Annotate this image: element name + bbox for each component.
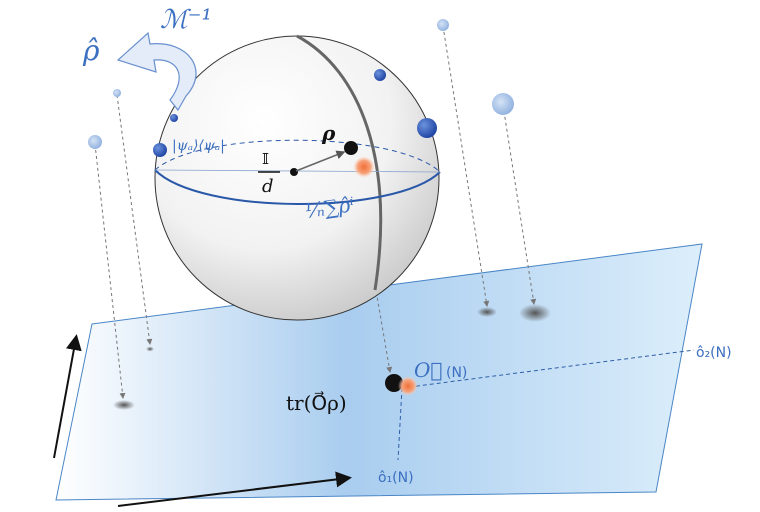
- axis-o1-line: [397, 387, 403, 461]
- surface-dot-small: [170, 114, 178, 122]
- floating-dot-3: [437, 19, 449, 31]
- floating-dot-1: [88, 135, 102, 149]
- rho-dot: [344, 141, 358, 155]
- rho-label: ρ: [321, 121, 336, 145]
- horizontal-axis-arrow: [117, 471, 352, 507]
- sphere-meridian: [296, 34, 383, 291]
- shadow-large: [519, 304, 551, 322]
- vertical-axis-arrow: [53, 334, 82, 459]
- observable-vector-label: O⃗: [414, 358, 442, 382]
- identity-denominator: d: [262, 176, 274, 197]
- surface-dot-top-right: [374, 69, 386, 81]
- surface-dot-right: [417, 118, 437, 138]
- rho-vector: [295, 150, 346, 172]
- measurement-inverse-label: ℳ⁻¹: [160, 5, 212, 35]
- rho-hat-label: ρ̂: [82, 34, 100, 67]
- surface-dot-left: [153, 143, 167, 157]
- sphere-center-dot: [290, 168, 298, 176]
- measured-orange-dot: [398, 376, 418, 396]
- floating-dot-2: [113, 89, 121, 97]
- axis-o2-line: [401, 349, 695, 389]
- bloch-sphere: [154, 35, 440, 321]
- trace-expectation-label: tr(O⃗ρ): [286, 390, 347, 415]
- shadow-small: [146, 346, 154, 352]
- shadow-left: [113, 400, 135, 410]
- identity-numerator: 𝕀: [262, 150, 269, 168]
- floating-dot-4: [492, 93, 514, 115]
- axis-o2-label: ô₂(N): [696, 345, 732, 361]
- observable-vector-suffix: (N): [446, 365, 467, 381]
- shadow-mid: [477, 307, 497, 317]
- axis-o1-label: ô₁(N): [378, 470, 414, 486]
- sphere-equator-front: [154, 169, 441, 205]
- projector-label: |ψₐ⟩⟨ψₐ|: [172, 138, 225, 154]
- estimator-dot: [353, 156, 375, 178]
- inverse-map-arrow: [116, 31, 197, 112]
- sphere-equator-back: [154, 139, 441, 173]
